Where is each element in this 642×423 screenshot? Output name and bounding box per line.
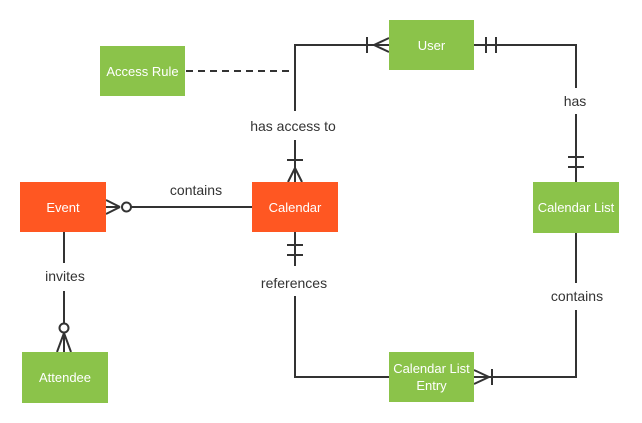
relationship-label-contains-entries: contains (550, 288, 604, 304)
one-or-many-icon (366, 37, 390, 53)
connector-line (489, 310, 577, 378)
connector-has-access-to (287, 37, 390, 183)
connector-has (474, 37, 584, 182)
connector-invites (56, 232, 72, 353)
entity-calendar-list-entry-label: Calendar List Entry (393, 361, 470, 393)
zero-or-many-icon (56, 322, 72, 353)
relationship-label-has: has (563, 93, 587, 109)
connector-line (294, 296, 389, 378)
connector-contains-entries (473, 233, 577, 385)
entity-access-rule[interactable]: Access Rule (100, 46, 185, 96)
zero-or-many-icon (105, 199, 132, 215)
relationship-label-has-access-to: has access to (250, 118, 336, 134)
connector-contains-events (105, 199, 252, 215)
entity-calendar-list-label: Calendar List (537, 200, 615, 215)
entity-user-label: User (417, 37, 446, 53)
one-and-only-one-icon (568, 156, 584, 168)
entity-access-rule-label: Access Rule (106, 63, 179, 79)
entity-attendee-label: Attendee (38, 370, 92, 385)
entity-event[interactable]: Event (20, 182, 106, 232)
relationship-label-invites: invites (45, 268, 85, 284)
entity-calendar[interactable]: Calendar (252, 182, 338, 232)
connector-line (294, 44, 374, 111)
connector-references (287, 232, 389, 378)
relationship-label-references: references (260, 275, 328, 291)
entity-calendar-list[interactable]: Calendar List (533, 182, 619, 233)
entity-attendee[interactable]: Attendee (22, 352, 108, 403)
entity-calendar-list-entry[interactable]: Calendar List Entry (389, 352, 474, 402)
entity-calendar-label: Calendar (268, 199, 322, 215)
one-or-many-icon (473, 369, 493, 385)
entity-event-label: Event (46, 199, 80, 215)
entity-user[interactable]: User (389, 20, 474, 70)
connector-line (474, 44, 577, 88)
relationship-label-contains: contains (169, 182, 223, 198)
